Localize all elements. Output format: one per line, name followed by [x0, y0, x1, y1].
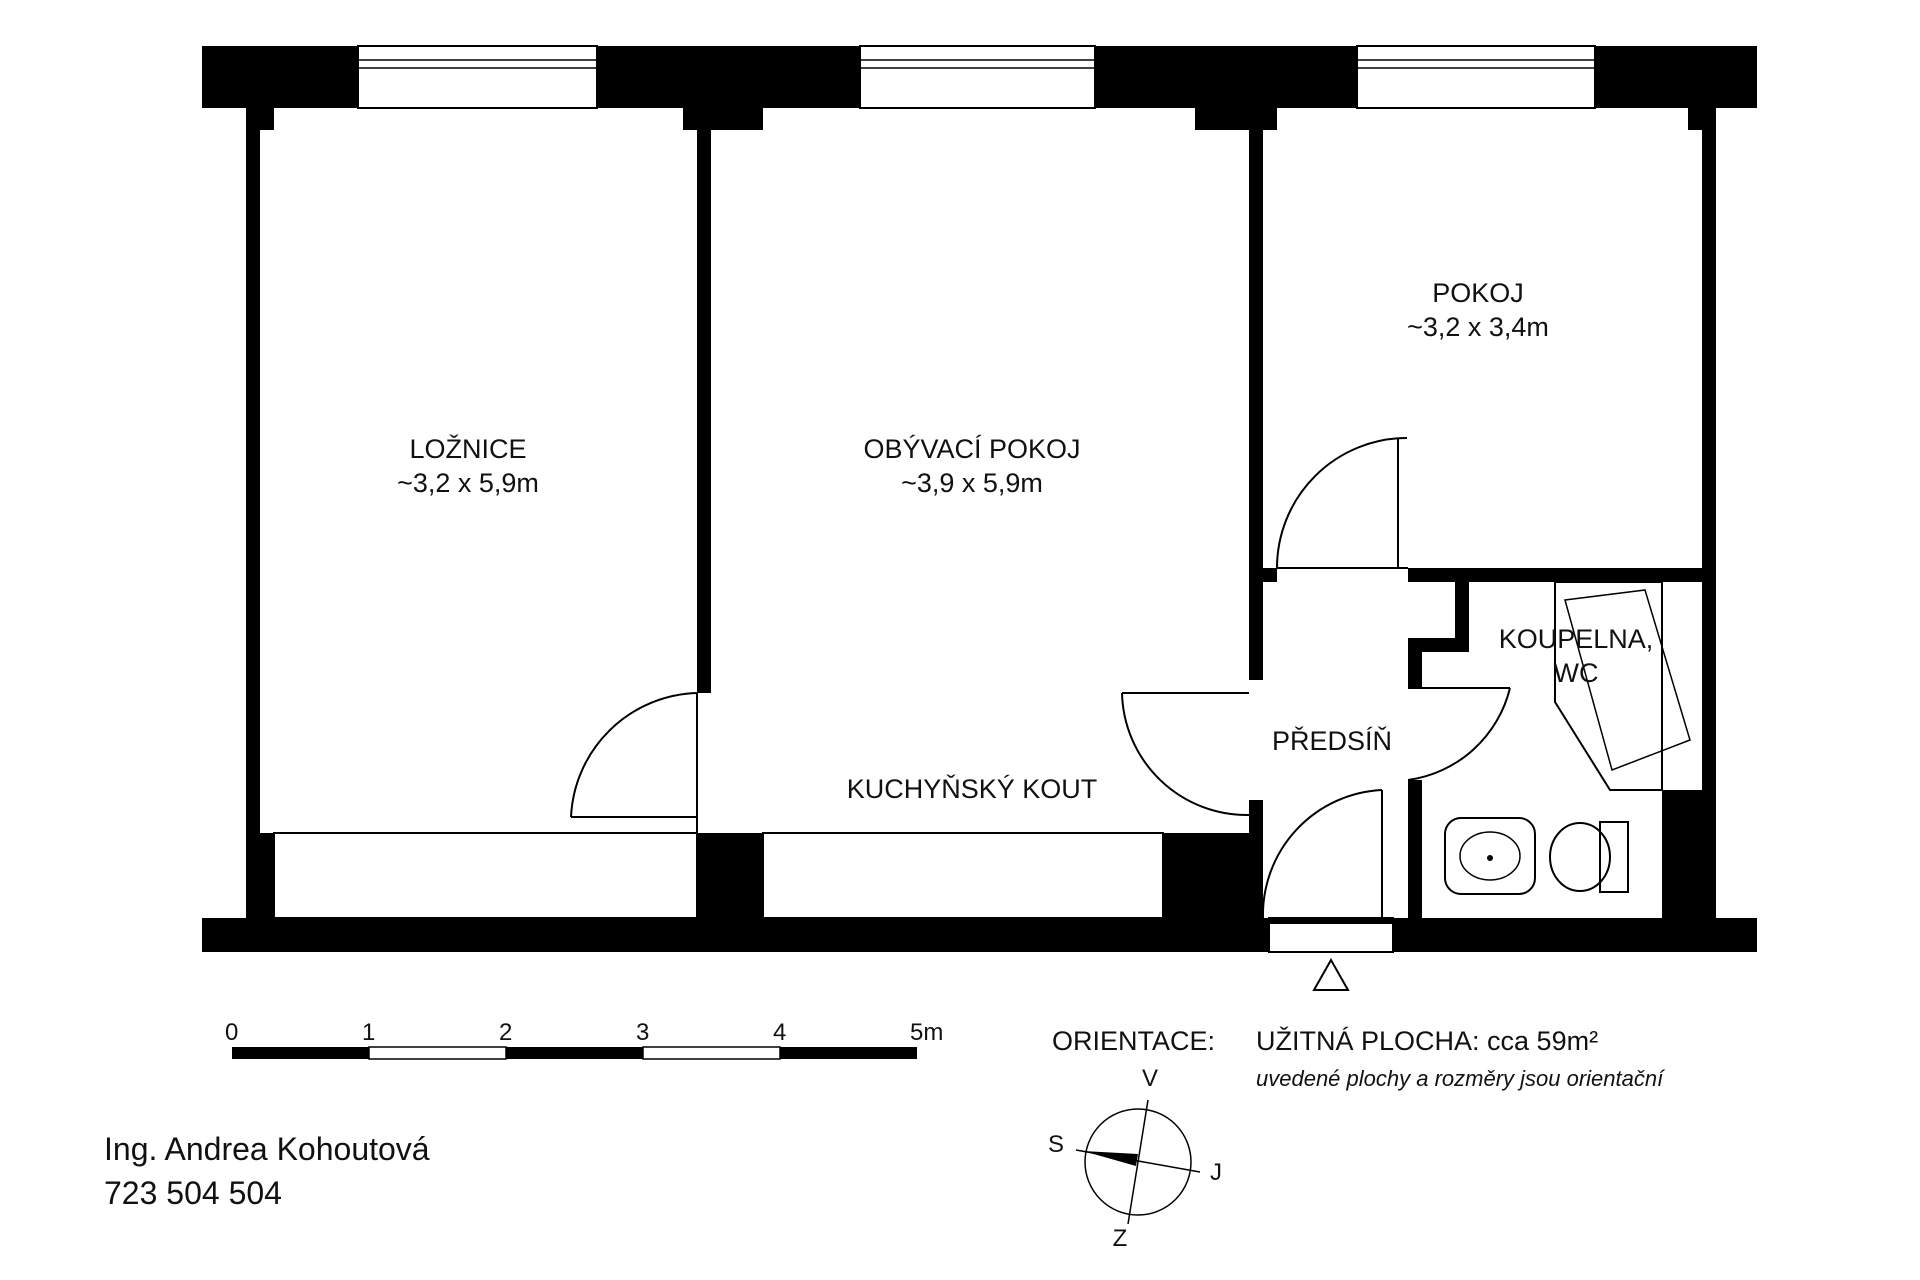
scale-tick-5: 5m [910, 1019, 943, 1046]
door-koupelna [1407, 687, 1511, 781]
contact-phone: 723 504 504 [104, 1175, 282, 1211]
area-note: uvedené plochy a rozměry jsou orientační [1256, 1066, 1665, 1091]
room-name-koupelna-2: WC [1554, 658, 1599, 688]
exterior-wall-left [246, 108, 274, 918]
compass: V S J Z [1048, 1065, 1222, 1252]
room-dims-obyvaci: ~3,9 x 5,9m [901, 468, 1043, 498]
scale-tick-1: 1 [362, 1019, 375, 1046]
window-bottom-2 [762, 832, 1164, 919]
room-name-kuchyn: KUCHYŇSKÝ KOUT [847, 773, 1098, 804]
compass-z: Z [1113, 1225, 1128, 1252]
exterior-wall-top [202, 46, 1757, 108]
orientation-label: ORIENTACE: [1052, 1026, 1215, 1056]
interior-wall-obyvaci-pokoj [1195, 108, 1277, 918]
room-name-loznice: LOŽNICE [409, 433, 526, 464]
room-name-predsin: PŘEDSÍŇ [1272, 725, 1392, 756]
entrance-arrow [1312, 957, 1350, 991]
door-loznice [570, 692, 698, 833]
room-name-koupelna-1: KOUPELNA, [1499, 624, 1654, 654]
compass-j: J [1210, 1159, 1222, 1186]
door-entrance [1261, 789, 1383, 919]
interior-wall-pokoj-koupelna [1408, 568, 1716, 918]
interior-wall-loznice-obyvaci [683, 108, 763, 693]
toilet [1549, 821, 1629, 893]
scale-tick-0: 0 [225, 1019, 238, 1046]
room-koupelna: KOUPELNA, WC [1499, 624, 1654, 688]
bathtub [1554, 581, 1691, 791]
compass-needle [1083, 1151, 1138, 1166]
contact-name: Ing. Andrea Kohoutová [104, 1131, 430, 1167]
entrance-threshold [1268, 917, 1394, 953]
exterior-wall-right [1662, 108, 1716, 918]
window-top-3 [1356, 45, 1596, 109]
window-bottom-1 [273, 832, 698, 919]
usable-area: UŽITNÁ PLOCHA: cca 59m² [1256, 1025, 1598, 1056]
room-name-pokoj: POKOJ [1432, 278, 1524, 308]
scale-tick-2: 2 [499, 1019, 512, 1046]
room-obyvaci: OBÝVACÍ POKOJ ~3,9 x 5,9m [863, 434, 1080, 498]
compass-v: V [1142, 1065, 1158, 1092]
scale-bar: 0 1 2 3 4 5m [225, 1019, 943, 1060]
room-pokoj: POKOJ ~3,2 x 3,4m [1407, 278, 1549, 342]
room-loznice: LOŽNICE ~3,2 x 5,9m [397, 433, 539, 498]
room-dims-loznice: ~3,2 x 5,9m [397, 468, 539, 498]
scale-tick-4: 4 [773, 1019, 786, 1046]
room-name-obyvaci: OBÝVACÍ POKOJ [863, 434, 1080, 464]
window-top-1 [357, 45, 598, 109]
sink [1444, 817, 1536, 895]
compass-s: S [1048, 1131, 1064, 1158]
door-obyvaci [1121, 692, 1250, 817]
scale-tick-3: 3 [636, 1019, 649, 1046]
exterior-wall-bottom [202, 833, 1757, 952]
door-pokoj [1276, 437, 1408, 569]
room-dims-pokoj: ~3,2 x 3,4m [1407, 312, 1549, 342]
window-top-2 [859, 45, 1096, 109]
